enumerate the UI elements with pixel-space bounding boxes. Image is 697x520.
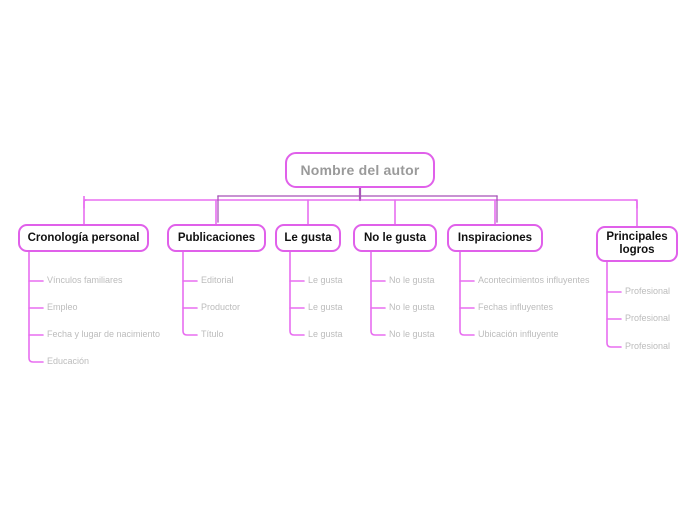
leaf-item[interactable]: Le gusta (308, 302, 343, 312)
leaf-item[interactable]: Empleo (47, 302, 78, 312)
branch-node-label: No le gusta (364, 231, 426, 244)
leaf-item[interactable]: Profesional (625, 341, 671, 351)
leaf-item[interactable]: Profesional (625, 313, 671, 323)
branch-node-label: Cronología personal (27, 231, 140, 244)
branch-node-no-le-gusta[interactable]: No le gusta (353, 224, 437, 252)
leaf-item[interactable]: Ubicación influyente (478, 329, 559, 339)
leaf-item[interactable]: Le gusta (308, 329, 343, 339)
leaf-item[interactable]: No le gusta (389, 302, 435, 312)
leaf-item[interactable]: Fecha y lugar de nacimiento (47, 329, 161, 339)
branch-node-label: Inspiraciones (457, 231, 533, 244)
leaf-item[interactable]: Vínculos familiares (47, 275, 123, 285)
branch-node-principales-logros[interactable]: Principales logros (596, 226, 678, 262)
root-node[interactable]: Nombre del autor (285, 152, 435, 188)
branch-node-le-gusta[interactable]: Le gusta (275, 224, 341, 252)
leaf-item[interactable]: No le gusta (389, 275, 435, 285)
branch-node-inspiraciones[interactable]: Inspiraciones (447, 224, 543, 252)
branch-node-label-line1: Principales (606, 231, 668, 243)
root-node-label: Nombre del autor (300, 162, 420, 178)
branch-node-label: Publicaciones (177, 231, 256, 244)
branch-node-publicaciones[interactable]: Publicaciones (167, 224, 266, 252)
leaf-item[interactable]: Fechas influyentes (478, 302, 554, 312)
leaf-item[interactable]: Editorial (201, 275, 234, 285)
leaf-item[interactable]: Productor (201, 302, 241, 312)
leaf-item[interactable]: Acontecimientos influyentes (478, 275, 590, 285)
leaf-item[interactable]: Le gusta (308, 275, 343, 285)
leaf-item[interactable]: Educación (47, 356, 90, 366)
branch-node-label: Le gusta (284, 231, 332, 244)
leaf-item[interactable]: No le gusta (389, 329, 435, 339)
leaf-item[interactable]: Título (201, 329, 224, 339)
branch-node-cronologia-personal[interactable]: Cronología personal (18, 224, 149, 252)
branch-node-label-line2: logros (619, 244, 655, 256)
leaf-item[interactable]: Profesional (625, 286, 671, 296)
